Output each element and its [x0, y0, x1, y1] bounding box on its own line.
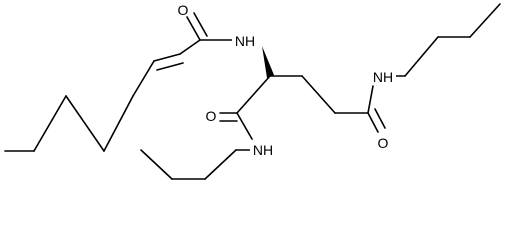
oxygen-label-alpha: O — [206, 108, 217, 124]
bond-a1-a2 — [204, 149, 237, 180]
butyl-alpha-amide — [140, 149, 253, 180]
bond-c5-c4 — [103, 95, 134, 152]
atom-labels: O NH NH O O NH — [178, 2, 396, 158]
oxygen-label-enamide: O — [178, 2, 189, 18]
bond-ccarbonyl-n — [236, 112, 253, 140]
bond-c6-c5 — [65, 95, 105, 152]
wedge-bond-n-calpha — [262, 46, 274, 78]
bond-c1-o-double — [193, 12, 208, 37]
nitrogen-label-alpha: NH — [235, 33, 255, 49]
bond-c1-o — [186, 16, 201, 41]
bond-b3-b4 — [469, 3, 501, 38]
bond-c3-c2-double — [156, 62, 184, 71]
bond-c3-c2 — [153, 53, 181, 62]
bond-cbeta-cgamma — [301, 75, 336, 114]
bond-a3-a4 — [140, 149, 173, 180]
glutamine-core — [219, 46, 386, 140]
bond-cdelta-n — [367, 85, 374, 114]
structure-canvas: O NH NH O O NH — [4, 2, 501, 180]
bond-c7-c6 — [33, 95, 67, 152]
bond-c4-c3 — [132, 60, 155, 97]
nitrogen-label-side: NH — [373, 69, 393, 85]
bond-cdelta-o-double — [374, 108, 386, 129]
bond-b1-b2 — [404, 36, 439, 77]
octenoyl-chain — [4, 12, 233, 152]
bond-calpha-ccarbonyl — [236, 75, 271, 114]
bond-c2-c1 — [179, 39, 201, 55]
oxygen-label-side: O — [378, 135, 389, 151]
butyl-side-chain — [392, 3, 501, 77]
nitrogen-label-alpha-amide: NH — [253, 142, 273, 158]
molecule-drawing: O NH NH O O NH — [4, 2, 501, 180]
bond-cdelta-o — [367, 112, 379, 133]
